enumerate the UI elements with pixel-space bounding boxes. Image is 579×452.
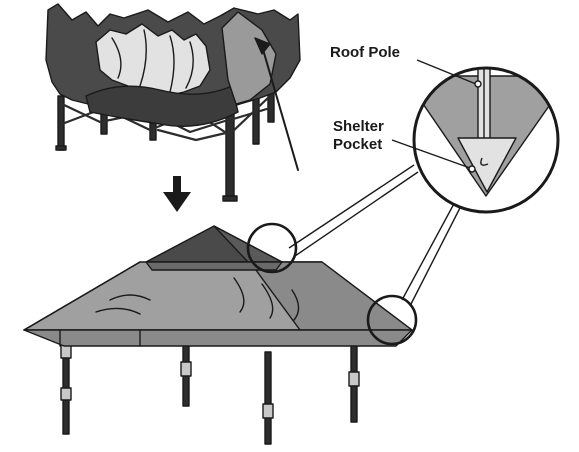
down-arrow-icon (163, 176, 191, 212)
upper-vent-skirt (145, 261, 283, 271)
fabric-light-folds (95, 23, 211, 97)
pocket-stitch (480, 157, 489, 166)
frame-legs-bottom (62, 335, 358, 445)
assembled-canopy (23, 225, 413, 445)
fabric-dark-front (85, 85, 239, 127)
callout-connectors (288, 164, 464, 307)
label-leaders (391, 59, 482, 173)
lower-roof-ridge (23, 261, 141, 331)
detail-magnifier (412, 66, 560, 214)
lower-roof-wrinkles (95, 277, 300, 321)
shelter-pocket-label: Shelter Pocket (333, 118, 413, 154)
lower-roof-valance (23, 329, 413, 347)
roof-pole-label: Roof Pole (330, 44, 400, 61)
shelter-pocket-label-line1: Shelter (333, 118, 384, 135)
roof-pole-insert-arrowhead (254, 37, 271, 55)
roof-pole-insert-line (261, 45, 299, 171)
fabric-fold-line-1 (111, 29, 194, 93)
detail-target-circle-lower (366, 294, 418, 346)
fabric-mid-side (221, 11, 277, 105)
detail-target-circle-upper (246, 222, 298, 274)
shelter-pocket-label-line2: Pocket (333, 136, 383, 153)
leg-brackets (60, 343, 360, 419)
frame-feet-top (55, 145, 238, 202)
collapsed-canopy (45, 3, 301, 202)
